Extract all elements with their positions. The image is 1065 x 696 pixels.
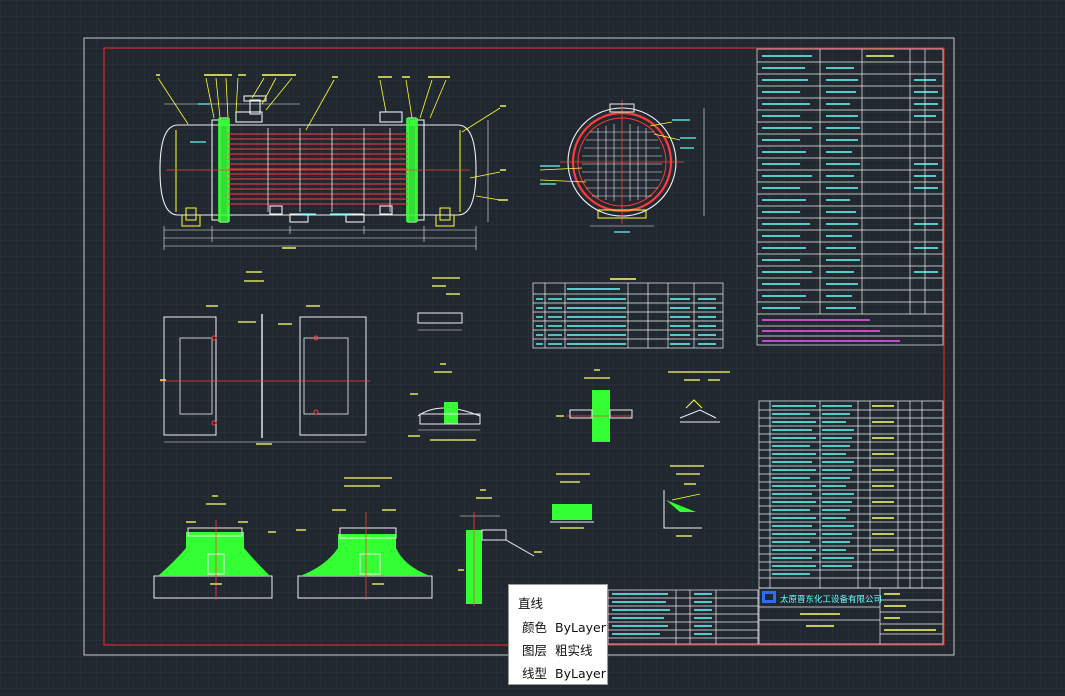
tooltip-layer-label: 图层 <box>522 643 548 658</box>
nozzle-list-table[interactable] <box>532 282 724 349</box>
detail-flange-seal[interactable] <box>408 363 481 441</box>
detail-support-pad[interactable] <box>550 473 594 529</box>
detail-nozzle-reinforcement[interactable] <box>296 477 433 600</box>
tooltip-color-value: ByLayer <box>555 620 606 635</box>
tooltip-linetype-label: 线型 <box>522 666 548 681</box>
technical-data-table[interactable] <box>756 48 944 346</box>
tooltip-row-layer: 图层粗实线 <box>522 640 593 659</box>
detail-weld-joint[interactable] <box>668 371 730 423</box>
tooltip-row-color: 颜色 ByLayer <box>522 617 606 636</box>
company-logo <box>762 591 776 603</box>
detail-nameplate-bracket[interactable] <box>417 277 463 331</box>
title-block-text <box>800 593 936 631</box>
detail-saddle-support[interactable] <box>153 495 276 600</box>
detail-tube-sheet-joint[interactable] <box>556 369 633 442</box>
tooltip-entity-type: 直线 <box>518 596 544 611</box>
baffle-layout-view[interactable] <box>160 271 370 445</box>
nozzle-schedule-table[interactable] <box>607 589 759 645</box>
tooltip-layer-value: 粗实线 <box>555 643 593 658</box>
entity-properties-tooltip: 直线 颜色 ByLayer 图层粗实线 线型 ByLayer <box>508 584 608 685</box>
parts-list-text <box>772 405 894 575</box>
tooltip-linetype-value: ByLayer <box>555 666 606 681</box>
detail-tube-to-tubesheet[interactable] <box>458 489 542 606</box>
parts-list-table[interactable] <box>758 400 944 589</box>
title-block-company-name: 太原晋东化工设备有限公司 <box>780 594 882 605</box>
heat-exchanger-elevation-view[interactable] <box>156 74 508 250</box>
detail-fillet-weld[interactable] <box>663 465 704 537</box>
title-block[interactable] <box>758 587 944 645</box>
heat-exchanger-end-view[interactable] <box>539 100 705 233</box>
tooltip-row-linetype: 线型 ByLayer <box>522 663 606 682</box>
nozzle-schedule-text <box>612 593 712 635</box>
technical-data-table-text <box>762 55 938 342</box>
tooltip-color-label: 颜色 <box>522 620 548 635</box>
nozzle-list-text <box>536 278 716 345</box>
